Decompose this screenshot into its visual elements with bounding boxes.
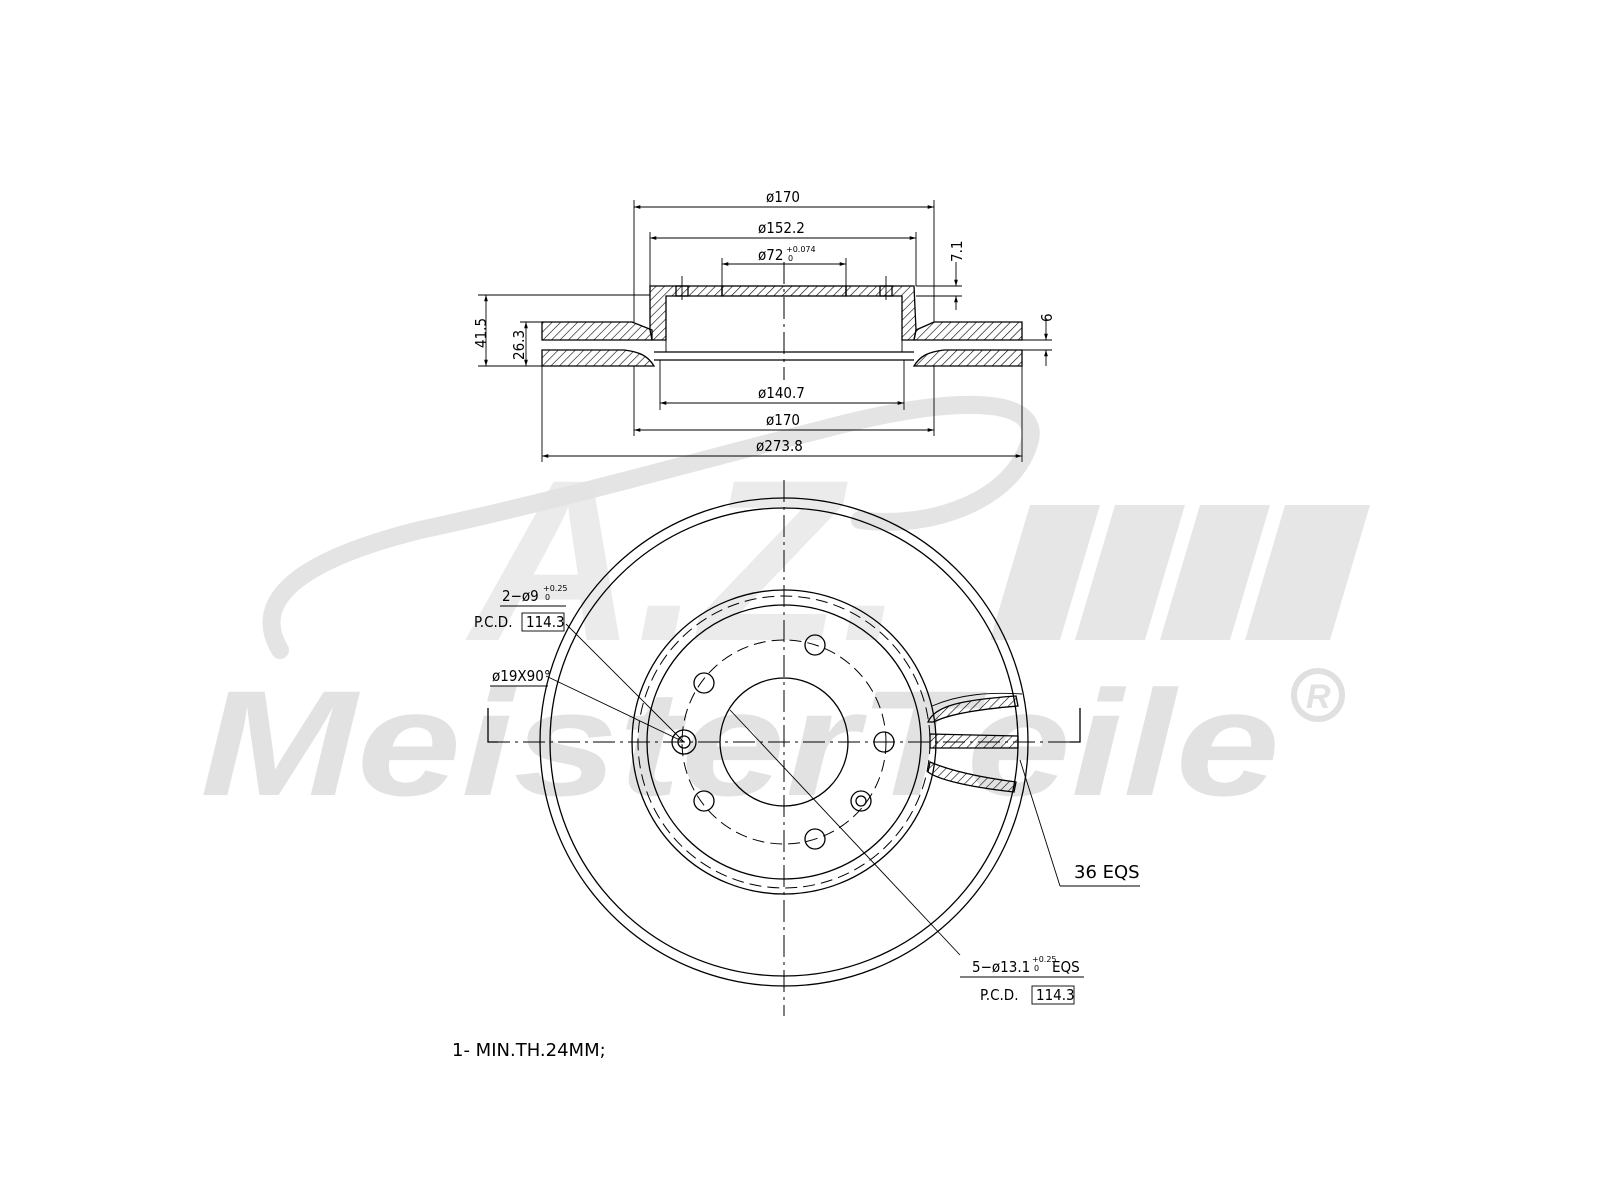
dim-inner-bottom-dia: ø140.7 <box>758 384 805 402</box>
bolt-hole-chamfer-inner <box>855 795 867 807</box>
bolt-holes-pcd-label: P.C.D. <box>980 986 1018 1004</box>
dim-bore-dia: ø72 <box>758 246 783 264</box>
bolt-hole <box>693 790 715 812</box>
bolt-holes-label: 5−ø13.1 <box>972 958 1030 976</box>
small-holes-tol-lower: 0 <box>545 593 550 602</box>
watermark-swoosh <box>262 395 1040 659</box>
dim-disc-thickness: 26.3 <box>510 330 528 360</box>
vanes-label: 36 EQS <box>1074 862 1140 883</box>
dim-outer-dia: ø273.8 <box>756 437 803 455</box>
small-holes-pcd-label: P.C.D. <box>474 613 512 631</box>
bolt-holes <box>693 634 895 850</box>
outer-disc-circle <box>539 497 1029 987</box>
registered-mark-letter: R <box>1306 678 1331 716</box>
watermark-bars <box>990 505 1370 640</box>
section-view: ø170 ø152.2 ø72 +0.074 0 7.1 6 41.5 2 <box>472 188 1056 462</box>
watermark-brand-text: MeisterTeile <box>200 659 1280 827</box>
bolt-hole <box>693 672 715 694</box>
section-face-lower-right <box>912 349 1023 367</box>
min-thickness-note: 1- MIN.TH.24MM; <box>452 1040 606 1061</box>
dim-disc-face-thickness: 6 <box>1038 313 1056 322</box>
plan-view: 2−ø9 +0.25 0 P.C.D. 114.3 ø19X90° 36 EQS… <box>474 480 1140 1016</box>
pcd-circle <box>681 639 887 845</box>
watermark: A.Z. MeisterTeile R <box>200 395 1370 827</box>
dim-bore-tol-lower: 0 <box>788 254 793 263</box>
chamfer-label: ø19X90° <box>492 667 551 685</box>
section-face-upper-left <box>541 321 653 341</box>
center-bore <box>719 677 849 807</box>
dim-hat-thickness: 7.1 <box>948 241 966 262</box>
cooling-vanes <box>927 692 1023 793</box>
bolt-hole <box>804 828 826 850</box>
hat-inner-circle <box>646 604 922 880</box>
bolt-hole <box>804 634 826 656</box>
section-hat-left <box>649 285 723 341</box>
small-holes-pcd-value: 114.3 <box>526 613 565 631</box>
bolt-holes-tol-upper: +0.25 <box>1032 955 1057 964</box>
dim-bore-tol-upper: +0.074 <box>786 245 816 254</box>
section-face-lower-left <box>541 349 656 367</box>
bolt-hole-chamfer <box>850 790 872 812</box>
dim-inner-hat-dia: ø152.2 <box>758 219 805 237</box>
small-hole-inner <box>677 735 691 749</box>
watermark-top-text: A.Z. <box>465 432 904 689</box>
small-holes-label: 2−ø9 <box>502 587 539 605</box>
small-holes-tol-upper: +0.25 <box>543 584 568 593</box>
section-hat-right <box>845 285 917 341</box>
dim-outer-hat-dia: ø170 <box>766 188 800 206</box>
dim-lower-hat-dia: ø170 <box>766 411 800 429</box>
section-face-upper-right <box>913 321 1023 341</box>
bolt-holes-suffix: EQS <box>1052 958 1080 976</box>
small-hole-outer <box>671 729 697 755</box>
bolt-holes-pcd-value: 114.3 <box>1036 986 1075 1004</box>
dim-total-height: 41.5 <box>472 318 490 348</box>
bolt-holes-tol-lower: 0 <box>1034 964 1039 973</box>
bolt-hole <box>873 731 895 753</box>
registered-mark-icon <box>1291 668 1345 722</box>
